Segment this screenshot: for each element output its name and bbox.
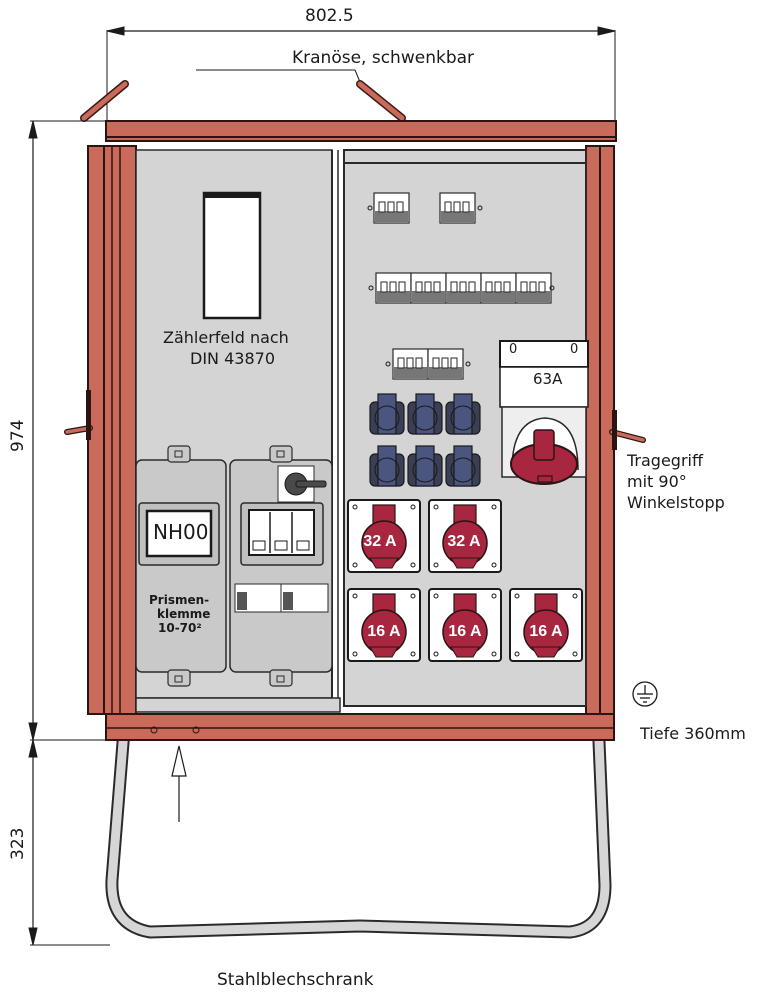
height-dimension-label: 974 [8, 419, 28, 452]
schuko-socket [407, 393, 443, 435]
nh00-fuse-label: NH00 [153, 520, 209, 544]
schuko-socket [407, 445, 443, 487]
main-switch-63a [499, 340, 589, 485]
width-dimension [106, 26, 616, 120]
width-dimension-label: 802.5 [305, 6, 354, 26]
cee-socket-32a [347, 499, 421, 573]
schuko-socket [445, 445, 481, 487]
cee-socket-16a [428, 588, 502, 662]
main-switch-mark-right: 0 [570, 342, 579, 357]
schuko-socket [369, 393, 405, 435]
schuko-socket [445, 393, 481, 435]
height-dimension [28, 120, 110, 946]
breaker [439, 192, 476, 224]
cee-socket-32a [428, 499, 502, 573]
crane-eye-left [80, 80, 129, 122]
breaker [515, 272, 552, 304]
cee-sockets [347, 499, 583, 662]
meter-field-label-line2: DIN 43870 [190, 349, 275, 368]
breaker [427, 348, 464, 380]
screw [477, 205, 483, 211]
breaker [375, 272, 412, 304]
breaker [480, 272, 517, 304]
breaker [392, 348, 429, 380]
screw [465, 361, 471, 367]
meter-field-label-line1: Zählerfeld nach [163, 328, 289, 347]
carry-handle-label-line3: Winkelstopp [627, 493, 725, 512]
breaker [410, 272, 447, 304]
cee-16a-label-3: 16 A [529, 623, 563, 640]
terminal-label-line1: Prismen- [149, 593, 210, 607]
schuko-socket [369, 445, 405, 487]
main-switch-mark-left: 0 [509, 342, 518, 357]
cee-socket-16a [347, 588, 421, 662]
crane-eye-label: Kranöse, schwenkbar [292, 48, 475, 68]
stand-height-label: 323 [8, 827, 28, 860]
left-panel [135, 149, 341, 713]
cee-16a-label-2: 16 A [448, 623, 482, 640]
circuit-breakers [367, 192, 555, 380]
crane-eye-leader [196, 69, 361, 83]
breaker [445, 272, 482, 304]
cee-16a-label-1: 16 A [367, 623, 401, 640]
carry-handle-label-line1: Tragegriff [627, 451, 704, 470]
earth-ground-icon [632, 681, 658, 707]
screw [367, 205, 373, 211]
cee-socket-16a [509, 588, 583, 662]
depth-label: Tiefe 360mm [640, 724, 746, 743]
cee-32a-label-1: 32 A [363, 533, 397, 550]
cee-32a-label-2: 32 A [447, 533, 481, 550]
terminal-label-line2: klemme [157, 607, 211, 621]
main-switch-rating: 63A [533, 370, 563, 388]
terminal-label-line3: 10-70² [158, 621, 202, 635]
schuko-sockets [369, 393, 481, 487]
drawing-title: Stahlblechschrank [217, 970, 374, 990]
screw [549, 285, 555, 291]
screw [368, 285, 374, 291]
screw [385, 361, 391, 367]
crane-eye-right [356, 80, 406, 122]
carry-handle-label-line2: mit 90° [627, 472, 687, 491]
breaker [373, 192, 410, 224]
up-arrow [171, 745, 187, 822]
stand-frame [105, 717, 612, 939]
